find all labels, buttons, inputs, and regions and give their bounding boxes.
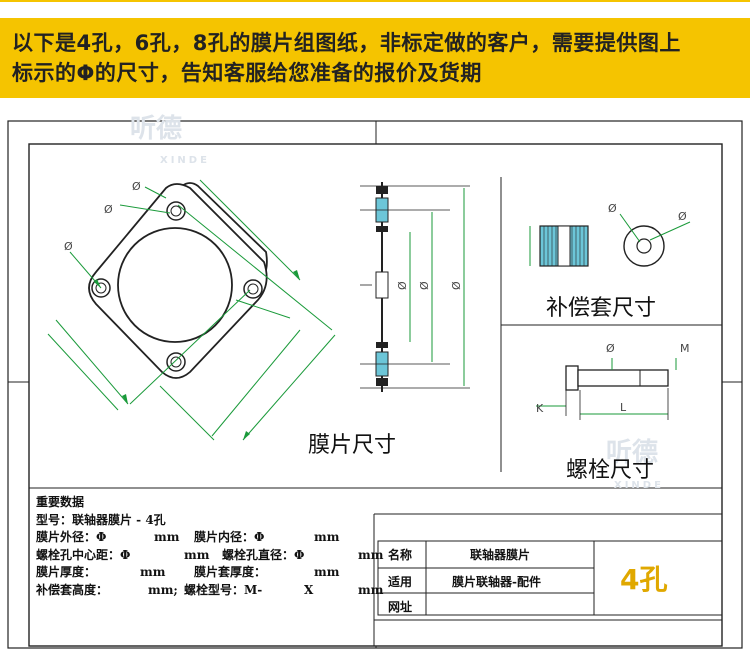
info-inner-label: 膜片内径：Φ: [194, 530, 265, 544]
membrane-inner-circle: [117, 227, 233, 343]
notice-line-2: 标示的Φ的尺寸，告知客服给您准备的报价及货期: [12, 61, 482, 85]
notice-text: 以下是4孔，6孔，8孔的膜片组图纸，非标定做的客户，需要提供图上 标示的Φ的尺寸…: [12, 28, 738, 88]
side-phi-1: Ø: [418, 281, 431, 290]
watermark-logo-bottom: 听德: [606, 438, 659, 468]
caption-membrane: 膜片尺寸: [308, 433, 397, 458]
info-hole-unit: mm: [358, 547, 384, 562]
membrane-dimensions: [47, 179, 336, 441]
bolt-phi-label: Ø: [606, 342, 615, 355]
membrane-side-view: Ø Ø Ø: [360, 182, 470, 392]
watermark-en-bottom: XINDE: [614, 480, 664, 491]
info-hole-label: 螺栓孔直径：Φ: [222, 547, 305, 562]
info-sleeve-thick-label: 膜片套厚度：: [194, 565, 267, 579]
side-phi-2: Ø: [450, 281, 463, 290]
bolt-l-label: L: [620, 401, 627, 414]
tb-apply-label: 适用: [388, 575, 413, 589]
tb-name-label: 名称: [388, 548, 413, 562]
sleeve-phi-1: Ø: [608, 202, 617, 215]
info-outer-unit: mm: [154, 530, 180, 544]
tb-name-value: 联轴器膜片: [470, 548, 531, 562]
info-bolt-label: 螺栓型号：M-: [184, 582, 263, 597]
tb-site-label: 网址: [388, 600, 413, 614]
sleeve-phi-2: Ø: [678, 210, 687, 223]
membrane-plate: [88, 183, 268, 379]
info-outer-label: 膜片外径：Φ: [36, 530, 107, 544]
bolt-drawing: K L Ø M: [536, 342, 690, 420]
membrane-dim-arrows: [94, 270, 300, 440]
caption-sleeve: 补偿套尺寸: [546, 296, 657, 321]
watermark-logo-top: 听德: [130, 114, 183, 144]
title-block-grid: [373, 513, 723, 646]
phi-label-3: Ø: [132, 180, 141, 193]
info-bolt-unit: mm: [358, 582, 384, 597]
outer-frame: [7, 120, 743, 649]
bolt-k-label: K: [536, 402, 544, 415]
notice-line-1: 以下是4孔，6孔，8孔的膜片组图纸，非标定做的客户，需要提供图上: [12, 31, 681, 55]
info-inner-unit: mm: [314, 530, 340, 544]
info-thick-unit: mm: [140, 565, 166, 579]
info-title: 重要数据: [36, 495, 85, 509]
tb-apply-value: 膜片联轴器-配件: [452, 575, 541, 589]
info-sleeve-h-unit: mm;: [148, 582, 178, 597]
info-thick-label: 膜片厚度：: [36, 565, 97, 579]
side-phi-3: Ø: [396, 281, 409, 290]
info-pcd-unit: mm: [184, 547, 210, 562]
notice-banner: 以下是4孔，6孔，8孔的膜片组图纸，非标定做的客户，需要提供图上 标示的Φ的尺寸…: [0, 18, 750, 98]
membrane-drawing: Ø Ø Ø: [47, 179, 336, 441]
bolt-m-label: M: [680, 342, 690, 355]
phi-label-1: Ø: [64, 240, 73, 253]
info-sleeve-h-label: 补偿套高度：: [36, 582, 109, 597]
watermark-en-top: XINDE: [160, 155, 210, 166]
info-pcd-label: 螺栓孔中心距：Φ: [36, 547, 131, 562]
info-model: 型号：联轴器膜片 - 4孔: [36, 512, 166, 527]
info-sleeve-thick-unit: mm: [314, 565, 340, 579]
caption-bolt: 螺栓尺寸: [566, 458, 655, 483]
hole-count: 4孔: [620, 563, 668, 596]
top-accent-line: [0, 0, 750, 2]
important-data: 重要数据 型号：联轴器膜片 - 4孔 膜片外径：Φ mm 膜片内径：Φ mm 螺…: [36, 494, 383, 599]
phi-label-2: Ø: [104, 203, 113, 216]
info-bolt-x: X: [304, 582, 314, 597]
sleeve-drawing: Ø Ø: [529, 202, 691, 267]
